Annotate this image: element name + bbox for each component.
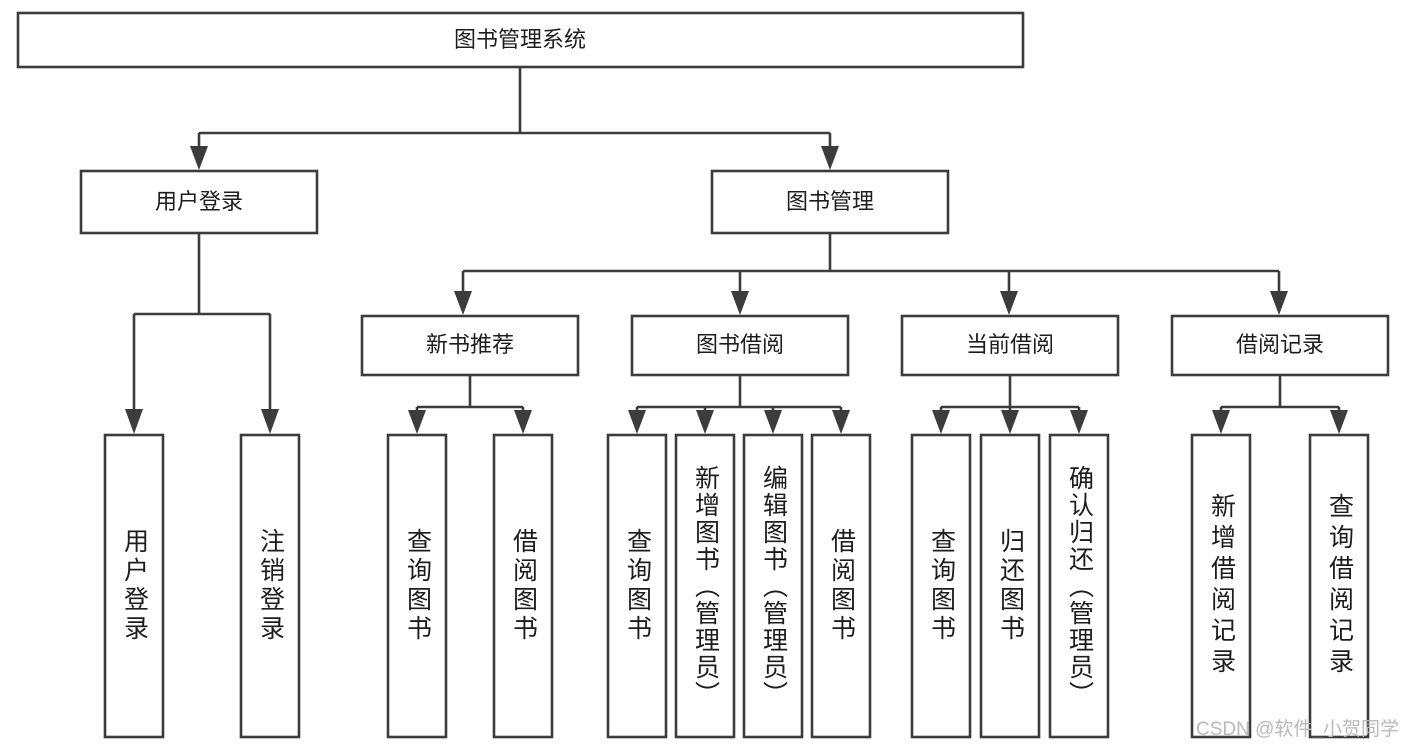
node-leaf-add-book-box[interactable] [674,433,736,739]
arrow-head-cb-leaf-1 [932,410,950,434]
node-leaf-query-book-2-label: 查询图书 [623,528,652,644]
node-borrow-record-box[interactable] [1170,314,1390,377]
node-leaf-borrow-book-1-label: 借阅图书 [509,528,538,644]
node-leaf-query-book-2-box[interactable] [606,433,668,739]
node-leaf-return-book-box[interactable] [979,433,1041,739]
arrow-head-bb-leaf-1 [628,410,646,434]
arrow-head-bb-leaf-3 [764,410,782,434]
node-current-borrow-box[interactable] [900,314,1120,377]
node-leaf-borrow-book-1-box[interactable] [492,433,554,739]
node-user-login-label: 用户登录 [155,189,243,214]
node-book-borrow-label: 图书借阅 [696,332,784,357]
node-leaf-query-record-box[interactable] [1308,433,1370,739]
node-leaf-borrow-book-2-label: 借阅图书 [827,528,856,644]
node-leaf-user-login-box[interactable] [103,433,165,739]
node-new-book-recommend-box[interactable] [360,314,580,377]
node-current-borrow-label: 当前借阅 [966,332,1054,357]
arrow-head-br-leaf-1 [1212,410,1230,434]
node-leaf-add-book-label: 新增图书（管理员） [691,464,720,708]
arrow-head-bm-borrow-record [1270,291,1288,315]
node-box-layer [16,11,1390,739]
connector-layer [125,68,1348,434]
node-leaf-borrow-book-2-box[interactable] [810,433,872,739]
arrow-head-bm-book-borrow [731,291,749,315]
node-book-borrow-box[interactable] [630,314,850,377]
node-leaf-edit-book-box[interactable] [742,433,804,739]
csdn-watermark: CSDN @软件_小贺同学 [1196,719,1399,740]
node-leaf-user-logout-box[interactable] [239,433,301,739]
arrow-head-bb-leaf-4 [832,410,850,434]
node-new-book-recommend-label: 新书推荐 [426,332,514,357]
arrow-head-cb-leaf-2 [1001,410,1019,434]
arrow-head-nbr-leaf-1 [408,410,426,434]
node-user-login-box[interactable] [79,169,319,235]
node-leaf-query-book-3-label: 查询图书 [927,528,956,644]
arrow-head-user-login-leaf-1 [125,409,143,434]
node-leaf-return-book-label: 归还图书 [996,528,1025,644]
arrow-head-bm-new-book [454,291,472,315]
arrow-head-bb-leaf-2 [696,410,714,434]
node-leaf-query-record-label: 查询借阅记录 [1325,493,1354,679]
node-borrow-record-label: 借阅记录 [1236,332,1324,357]
node-leaf-add-record-box[interactable] [1190,433,1252,739]
arrow-head-root-to-user-login [190,146,208,170]
node-leaf-confirm-return-box[interactable] [1048,433,1110,739]
node-root-box[interactable] [16,11,1025,69]
horizontal-label-layer: 图书管理系统 用户登录 图书管理 新书推荐 图书借阅 当前借阅 借阅记录 [155,27,1324,357]
node-leaf-query-book-1-label: 查询图书 [403,528,432,644]
node-leaf-query-book-1-box[interactable] [386,433,448,739]
node-leaf-add-record-label: 新增借阅记录 [1207,493,1236,679]
node-book-manage-box[interactable] [710,169,950,235]
node-leaf-user-login-label: 用户登录 [120,528,149,644]
node-leaf-confirm-return-label: 确认归还（管理员） [1065,464,1094,708]
node-root-label: 图书管理系统 [454,27,586,52]
arrow-head-br-leaf-2 [1330,410,1348,434]
arrow-head-nbr-leaf-2 [514,410,532,434]
arrow-head-cb-leaf-3 [1070,410,1088,434]
node-leaf-edit-book-label: 编辑图书（管理员） [759,464,788,708]
arrow-head-user-login-leaf-2 [261,409,279,434]
arrow-head-root-to-book-manage [821,146,839,170]
node-book-manage-label: 图书管理 [786,189,874,214]
node-leaf-user-logout-label: 注销登录 [256,528,285,644]
arrow-head-bm-current-borrow [1000,291,1018,315]
node-leaf-query-book-3-box[interactable] [910,433,972,739]
